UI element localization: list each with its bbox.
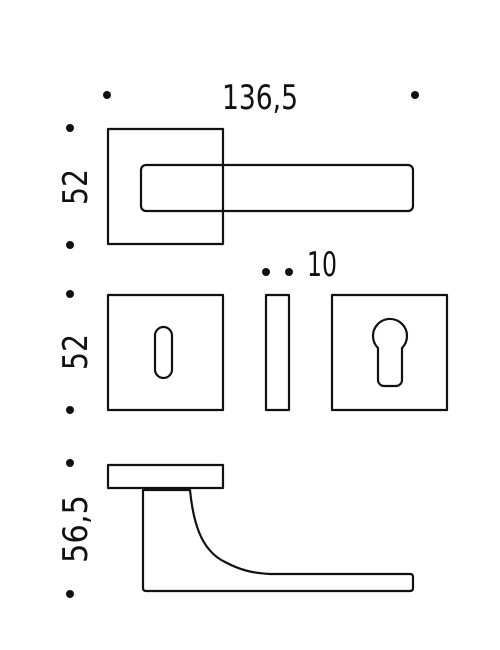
rose-side-profile: [106, 463, 225, 490]
middle-height-dimension-label: 52: [56, 334, 96, 370]
top-rose-square: [106, 127, 225, 246]
middle-height-dot-top: [66, 290, 74, 298]
thickness-dim-dot-left: [262, 268, 270, 276]
bottom-height-dot-top: [66, 459, 74, 467]
keyhole-slot-icon: [153, 325, 174, 380]
width-dim-dot-left: [103, 91, 111, 99]
thickness-dimension-label: 10: [307, 245, 337, 285]
middle-height-dot-bottom: [66, 406, 74, 414]
top-handle-lever: [139, 163, 415, 213]
width-dim-dot-right: [411, 91, 419, 99]
top-height-dot-bottom: [66, 241, 74, 249]
top-height-dot-top: [66, 124, 74, 132]
width-dimension-label: 136,5: [222, 78, 298, 118]
bottom-height-dot-bottom: [66, 590, 74, 598]
euro-cylinder-hole-icon: [371, 317, 409, 388]
handle-side-profile: [141, 488, 415, 593]
cylinder-escutcheon-square: [330, 293, 449, 412]
top-height-dimension-label: 52: [56, 169, 96, 205]
thickness-dim-dot-right: [285, 268, 293, 276]
bottom-height-dimension-label: 56,5: [56, 495, 96, 563]
key-escutcheon-square: [106, 293, 225, 412]
escutcheon-side-profile: [264, 293, 291, 412]
